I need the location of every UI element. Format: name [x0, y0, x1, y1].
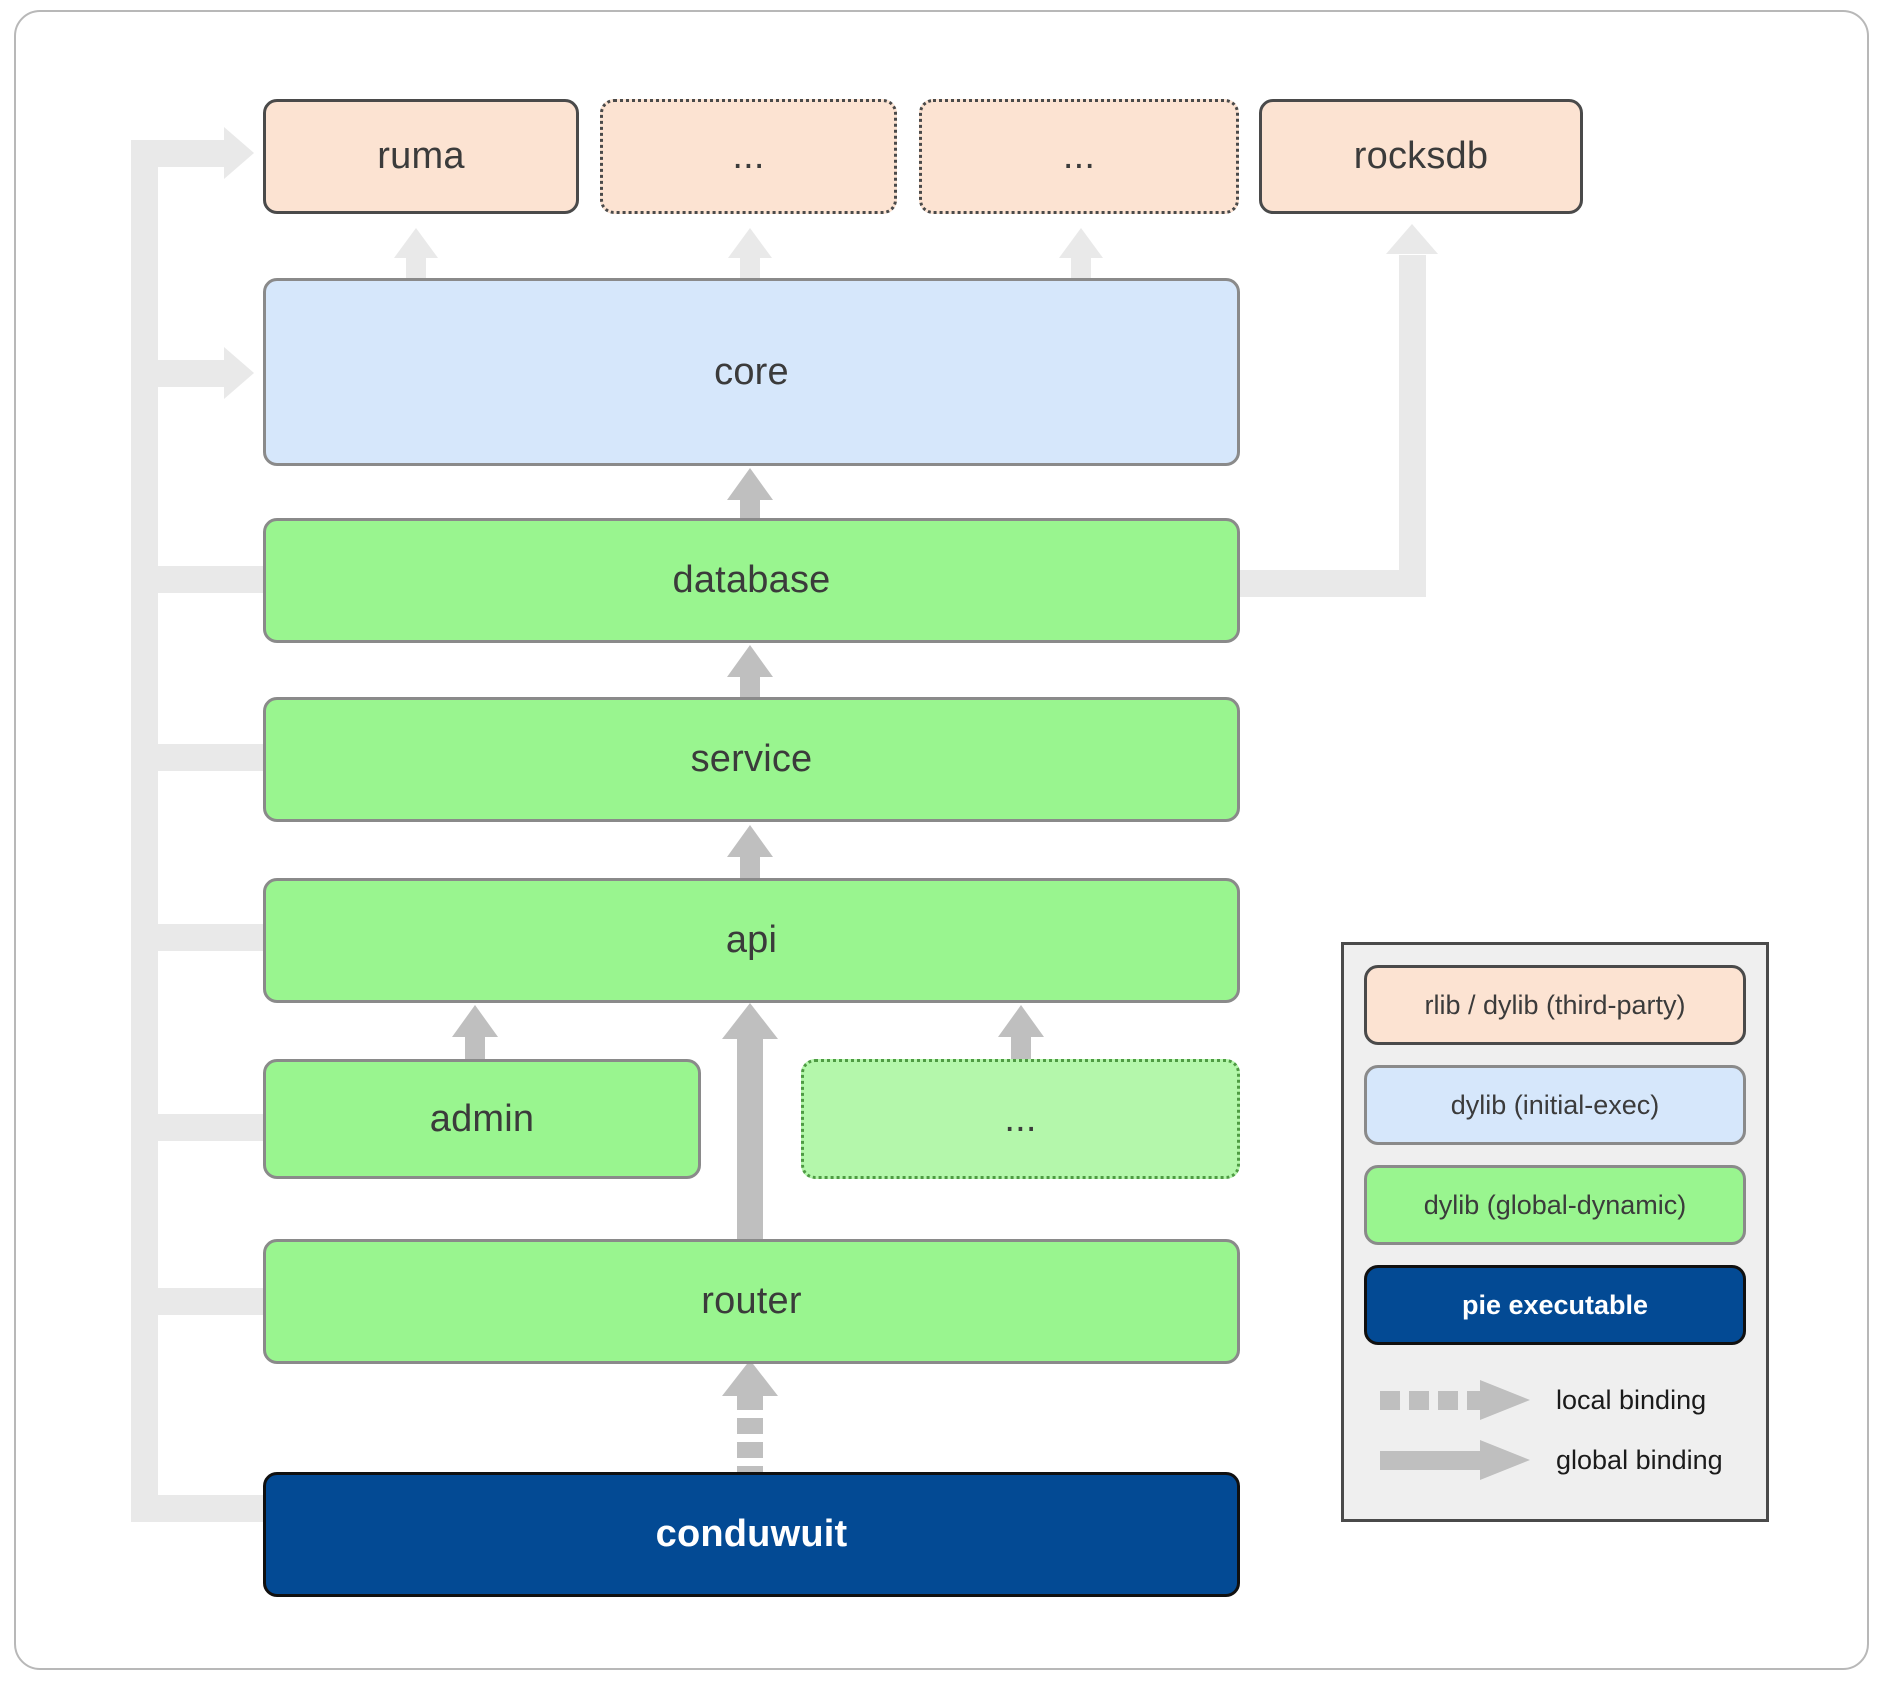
rail-stub-api — [131, 924, 263, 951]
rail-database-to-rocksdb-horizontal — [1236, 570, 1426, 597]
rail-stub-database — [131, 566, 263, 593]
arrow-router-to-api — [720, 1003, 780, 1240]
rail-database-to-rocksdb-vertical — [1399, 255, 1426, 597]
arrow-conduwuit-to-router — [720, 1360, 780, 1474]
legend-row-global-binding: global binding — [1380, 1440, 1723, 1480]
legend-chip-pie-executable: pie executable — [1364, 1265, 1746, 1345]
node-service[interactable]: service — [263, 697, 1240, 822]
rail-stub-router — [131, 1288, 263, 1315]
arrow-extra-to-api — [997, 1005, 1045, 1061]
node-router-label: router — [701, 1280, 802, 1322]
node-admin-label: admin — [429, 1097, 535, 1140]
node-conduwuit-label: conduwuit — [655, 1513, 848, 1555]
legend-chip-initial-exec-label: dylib (initial-exec) — [1450, 1089, 1660, 1120]
legend-row-local-binding: local binding — [1380, 1380, 1706, 1420]
arrow-core-to-third2 — [728, 228, 772, 280]
rail-stub-ruma — [131, 140, 226, 167]
arrow-core-to-third3 — [1059, 228, 1103, 280]
node-database[interactable]: database — [263, 518, 1240, 643]
node-router[interactable]: router — [263, 1239, 1240, 1364]
rail-stub-conduwuit — [131, 1495, 263, 1522]
node-ruma[interactable]: ruma — [263, 99, 579, 214]
node-third-placeholder-1[interactable]: ... — [600, 99, 897, 214]
node-api-label: api — [725, 919, 778, 961]
legend-label-global-binding: global binding — [1556, 1444, 1723, 1475]
legend-chip-global-dynamic-label: dylib (global-dynamic) — [1423, 1189, 1687, 1220]
arrow-core-to-ruma — [394, 228, 438, 280]
node-core-label: core — [714, 350, 789, 393]
local-binding-arrow-icon — [1380, 1380, 1530, 1420]
legend-chip-third-party: rlib / dylib (third-party) — [1364, 965, 1746, 1045]
rail-arrowhead-ruma — [224, 127, 254, 179]
node-rocksdb-label: rocksdb — [1353, 135, 1489, 177]
legend-chip-initial-exec: dylib (initial-exec) — [1364, 1065, 1746, 1145]
legend-chip-global-dynamic: dylib (global-dynamic) — [1364, 1165, 1746, 1245]
node-third-placeholder-2-label: ... — [1062, 135, 1096, 177]
rail-stub-admin — [131, 1114, 263, 1141]
node-third-placeholder-2[interactable]: ... — [919, 99, 1239, 214]
node-api[interactable]: api — [263, 878, 1240, 1003]
rail-stub-service — [131, 744, 263, 771]
node-conduwuit[interactable]: conduwuit — [263, 1472, 1240, 1597]
legend-chip-third-party-label: rlib / dylib (third-party) — [1424, 989, 1686, 1020]
arrow-database-to-core — [726, 468, 774, 522]
global-binding-arrow-icon — [1380, 1440, 1530, 1480]
legend-label-local-binding: local binding — [1556, 1384, 1707, 1415]
arrow-api-to-service — [726, 825, 774, 879]
rail-arrowhead-core — [224, 347, 254, 399]
rail-arrowhead-rocksdb — [1386, 224, 1438, 254]
arrow-service-to-database — [726, 645, 774, 699]
node-admin[interactable]: admin — [263, 1059, 701, 1179]
rail-stub-core — [131, 360, 226, 387]
node-global-dynamic-placeholder[interactable]: ... — [801, 1059, 1240, 1179]
node-rocksdb[interactable]: rocksdb — [1259, 99, 1583, 214]
node-database-label: database — [672, 559, 831, 601]
node-ruma-label: ruma — [377, 135, 465, 177]
node-service-label: service — [690, 738, 813, 780]
legend-chip-pie-executable-label: pie executable — [1461, 1289, 1649, 1320]
node-third-placeholder-1-label: ... — [732, 135, 765, 177]
node-global-dynamic-placeholder-label: ... — [1004, 1097, 1037, 1140]
arrow-admin-to-api — [451, 1005, 499, 1061]
node-core[interactable]: core — [263, 278, 1240, 466]
